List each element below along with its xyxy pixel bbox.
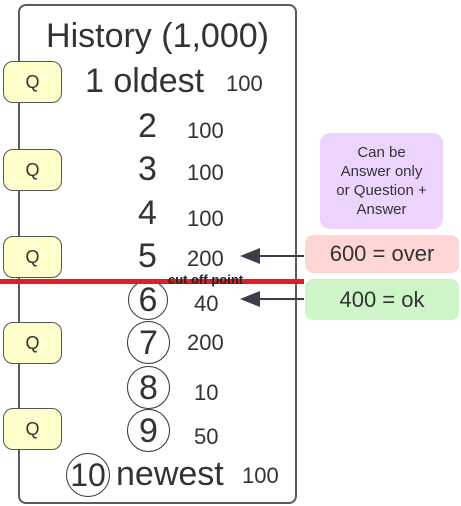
item-1-value: 100 (226, 71, 263, 96)
item-2-label: 2 (138, 107, 157, 145)
note-line-3: or Question + (336, 182, 427, 199)
item-8-label: 8 (127, 366, 170, 409)
item-9-label: 9 (127, 409, 170, 452)
item-9-value: 50 (194, 424, 219, 449)
item-10-value: 100 (242, 463, 279, 488)
question-tag-9: Q (3, 408, 62, 450)
item-2-value: 100 (187, 118, 224, 143)
cutoff-line (0, 279, 304, 284)
cutoff-label: cut off point (168, 272, 244, 287)
question-tag-3: Q (3, 149, 62, 191)
item-7-label: 7 (127, 321, 170, 364)
note-line-2: Answer only (340, 163, 423, 180)
history-title: History (1,000) (46, 17, 269, 55)
item-3-label: 3 (138, 150, 157, 188)
item-6-value: 40 (194, 291, 219, 316)
question-tag-5: Q (3, 236, 62, 278)
item-10-suffix: newest (116, 455, 224, 493)
ok-arrow (240, 291, 304, 307)
item-4-value: 100 (187, 206, 224, 231)
over-box: 600 = over (305, 235, 459, 273)
item-4-label: 4 (138, 194, 157, 232)
item-1-label: 1 oldest (85, 62, 205, 100)
item-10-label: 10 (66, 453, 110, 497)
question-tag-7: Q (3, 322, 62, 364)
question-tag-1: Q (3, 61, 62, 103)
over-arrow (240, 248, 304, 264)
ok-box: 400 = ok (305, 279, 459, 320)
item-7-value: 200 (187, 330, 224, 355)
item-5-label: 5 (138, 237, 157, 275)
item-8-value: 10 (194, 380, 219, 405)
item-5-value: 200 (187, 246, 224, 271)
item-3-value: 100 (187, 160, 224, 185)
note-line-1: Can be (357, 144, 406, 161)
note-box: Can be Answer only or Question + Answer (320, 133, 443, 229)
note-line-4: Answer (356, 201, 407, 218)
